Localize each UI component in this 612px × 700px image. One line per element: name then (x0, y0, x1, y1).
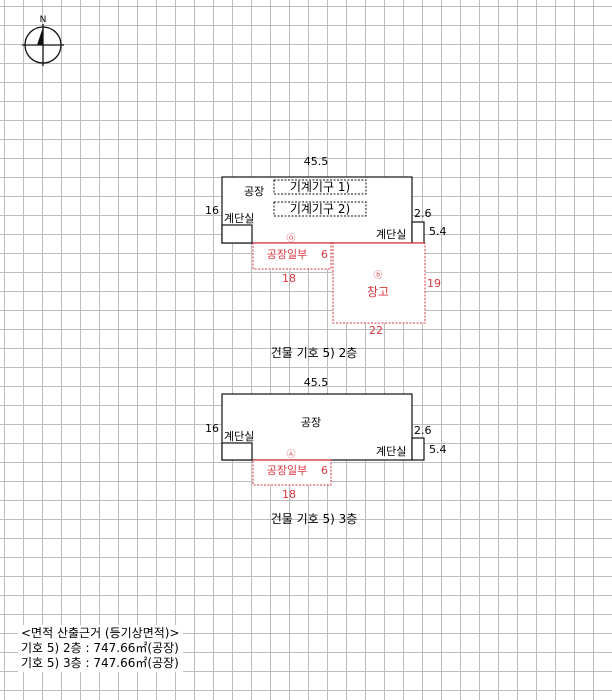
floor2-part-b-label: 창고 (367, 285, 389, 299)
floor2-stair-right-box (411, 221, 425, 244)
area-notes-line-1: 기호 5) 2층 : 747.66㎡(공장) (21, 641, 179, 655)
floor3-stair-width-dim: 2.6 (414, 424, 432, 437)
floor2-stair-left-box (221, 224, 253, 244)
floor2-factory-label: 공장 (244, 185, 264, 198)
floor3-building-outline (221, 393, 413, 461)
floor3-part-a-label: 공장일부 (267, 463, 307, 477)
floor2-part-b-height: 19 (427, 277, 441, 290)
floor3-width-dim: 45.5 (304, 376, 329, 389)
floor2-part-a-width: 18 (282, 272, 296, 285)
floor3-stair-left-box (221, 442, 253, 461)
floor2-machine1-box (273, 179, 367, 195)
area-notes-title: <면적 산출근거 (등기상면적)> (21, 626, 180, 640)
floor3-stair-height-dim: 5.4 (429, 443, 447, 456)
floor3-factory-part-box (252, 459, 332, 486)
floor2-depth-dim: 16 (205, 204, 219, 217)
floor2-width-dim: 45.5 (304, 155, 329, 168)
floor2-stair-height-dim: 5.4 (429, 225, 447, 238)
floor3-factory-label: 공장 (301, 416, 321, 429)
floor2-warehouse-box (332, 242, 426, 324)
floor2-part-a-height: 6 (321, 248, 328, 261)
floor3-depth-dim: 16 (205, 422, 219, 435)
floor3-stair-left-label: 계단실 (224, 430, 254, 443)
floor3-part-a-width: 18 (282, 488, 296, 501)
floor2-part-b-width: 22 (369, 324, 383, 337)
floor2-stair-right-label: 계단실 (376, 228, 406, 241)
compass-north-label: N (40, 15, 47, 25)
floor2-stair-width-dim: 2.6 (414, 207, 432, 220)
area-notes: <면적 산출근거 (등기상면적)> 기호 5) 2층 : 747.66㎡(공장)… (18, 625, 183, 672)
floor3-caption: 건물 기호 5) 3층 (271, 512, 358, 526)
floor3-plan: 45.5 16 2.6 5.4 공장 계단실 계단실 ㉦ 공장일부 6 18 건… (205, 376, 447, 526)
floor2-plan: 45.5 16 2.6 5.4 공장 기계기구 1) 기계기구 2) 계단실 계… (205, 155, 447, 360)
floor2-part-a-label: 공장일부 (267, 247, 307, 261)
floor3-part-a-height: 6 (321, 464, 328, 477)
floor3-part-a-mark: ㉦ (286, 449, 295, 460)
floor2-machine2-box (273, 201, 367, 217)
floor2-caption: 건물 기호 5) 2층 (271, 346, 358, 360)
floor2-part-a-mark: ㉧ (286, 233, 295, 244)
north-compass-icon: N (22, 15, 64, 66)
floor2-stair-left-label: 계단실 (224, 212, 254, 225)
area-notes-line-2: 기호 5) 3층 : 747.66㎡(공장) (21, 656, 179, 670)
floor2-machine2-label: 기계기구 2) (290, 202, 350, 216)
floor2-factory-part-box (252, 242, 332, 270)
floor2-part-b-mark: ⓑ (373, 270, 382, 281)
floor2-machine1-label: 기계기구 1) (290, 180, 350, 194)
floor3-stair-right-label: 계단실 (376, 445, 406, 458)
floor3-stair-right-box (411, 437, 425, 461)
